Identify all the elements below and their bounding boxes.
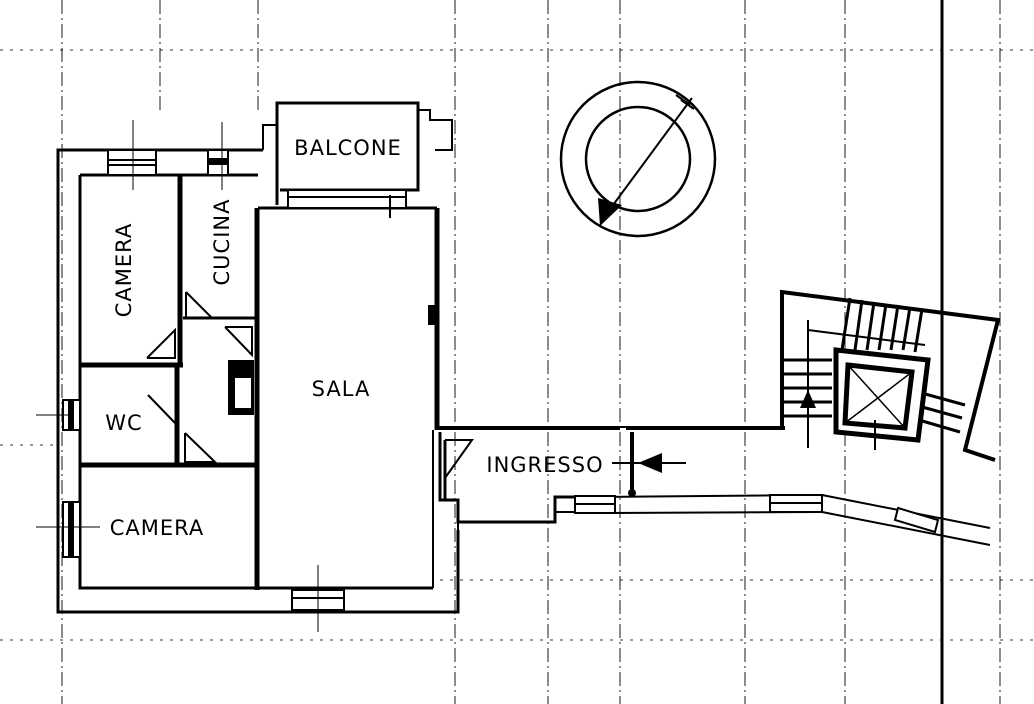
elevator-icon: [833, 347, 931, 450]
room-label-cucina: CUCINA: [210, 199, 234, 286]
room-label-sala: SALA: [312, 377, 371, 401]
room-label-camera-top: CAMERA: [112, 223, 136, 318]
room-label-ingresso: INGRESSO: [486, 453, 603, 477]
room-label-camera-bottom: CAMERA: [110, 516, 205, 540]
room-label-wc: WC: [105, 411, 142, 435]
apartment-walls: [36, 101, 460, 632]
entrance-arrow-icon: [612, 453, 686, 473]
room-labels: BALCONE CAMERA CUCINA SALA WC CAMERA ING…: [105, 136, 603, 540]
corridor-walls: [437, 426, 991, 546]
room-label-balcone: BALCONE: [294, 136, 402, 160]
stairs-icon: [780, 289, 1001, 462]
north-arrow-icon: [559, 80, 717, 238]
